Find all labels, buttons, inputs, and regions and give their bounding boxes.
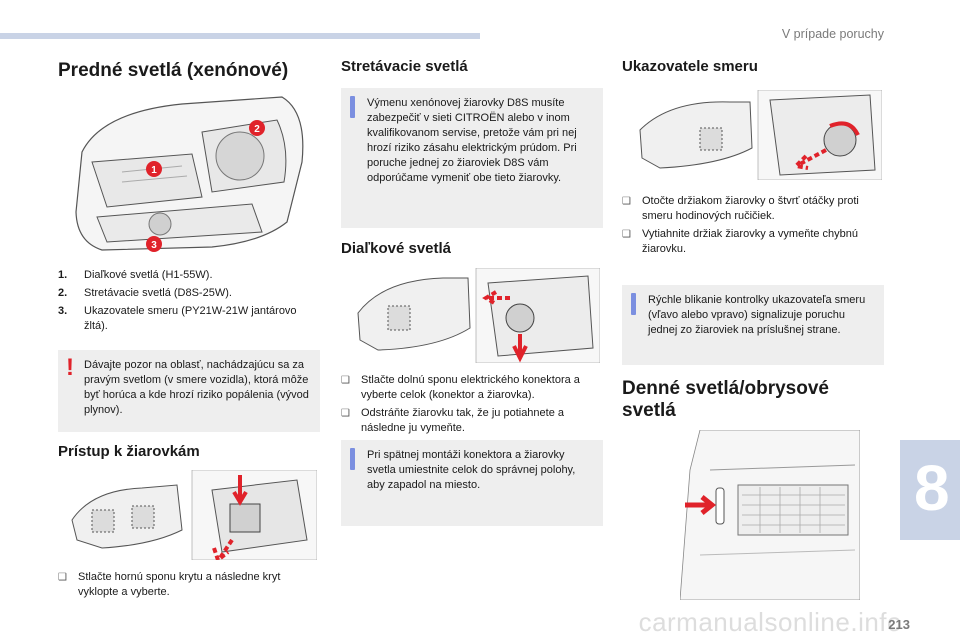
bulb-list: 1.Diaľkové svetlá (H1-55W). 2.Stretávaci… <box>58 268 320 337</box>
access-steps: ❑Stlačte hornú sponu krytu a následne kr… <box>58 570 320 603</box>
warning-icon: ! <box>66 354 74 381</box>
info-icon <box>350 96 355 118</box>
indicator-steps: ❑Otočte držiakom žiarovky o štvrť otáčky… <box>622 194 884 260</box>
list-item: ❑Otočte držiakom žiarovky o štvrť otáčky… <box>622 195 859 222</box>
list-item: 1.Diaľkové svetlá (H1-55W). <box>58 269 213 281</box>
step-icon: ❑ <box>622 229 631 240</box>
list-item: ❑Stlačte hornú sponu krytu a následne kr… <box>58 571 281 598</box>
callout-3 <box>146 236 162 252</box>
section-title-highbeam: Diaľkové svetlá <box>341 240 452 257</box>
info-note-lowbeam: Výmenu xenónovej žiarovky D8S musíte zab… <box>341 88 603 228</box>
svg-text:2: 2 <box>254 124 260 135</box>
section-title-xenon: Predné svetlá (xenónové) <box>58 60 289 81</box>
chapter-tab: 8 <box>900 440 960 540</box>
svg-text:1: 1 <box>151 165 157 176</box>
list-item: ❑Stlačte dolnú sponu elektrického konekt… <box>341 374 580 401</box>
watermark: carmanualsonline.info <box>638 607 902 637</box>
callout-1 <box>146 161 162 177</box>
page-number: 213 <box>888 617 910 632</box>
list-item: 3.Ukazovatele smeru (PY21W-21W jantárovo… <box>58 305 297 332</box>
header-bar <box>0 33 480 39</box>
section-title-drl: Denné svetlá/obrysové svetlá <box>622 378 829 421</box>
list-item: 2.Stretávacie svetlá (D8S-25W). <box>58 287 232 299</box>
step-icon: ❑ <box>341 408 350 419</box>
info-icon <box>631 293 636 315</box>
chapter-title: V prípade poruchy <box>781 27 884 41</box>
highbeam-steps: ❑Stlačte dolnú sponu elektrického konekt… <box>341 373 603 439</box>
section-title-lowbeam: Stretávacie svetlá <box>341 58 468 75</box>
step-icon: ❑ <box>622 196 631 207</box>
section-title-access: Prístup k žiarovkám <box>58 443 200 460</box>
access-illustration <box>62 470 317 560</box>
step-icon: ❑ <box>341 375 350 386</box>
info-note-indicators: Rýchle blikanie kontrolky ukazovateľa sm… <box>622 285 884 365</box>
info-icon <box>350 448 355 470</box>
svg-text:3: 3 <box>151 240 157 251</box>
list-item: ❑Vytiahnite držiak žiarovky a vymeňte ch… <box>622 228 859 255</box>
warning-note: ! Dávajte pozor na oblasť, nachádzajúcu … <box>58 350 320 432</box>
indicator-illustration <box>630 90 882 180</box>
section-title-indicators: Ukazovatele smeru <box>622 58 758 75</box>
step-icon: ❑ <box>58 572 67 583</box>
callout-2 <box>249 120 265 136</box>
list-item: ❑Odstráňte žiarovku tak, že ju potiahnet… <box>341 407 565 434</box>
info-note-highbeam: Pri spätnej montáži konektora a žiarovky… <box>341 440 603 526</box>
chapter-number: 8 <box>914 452 950 524</box>
highbeam-illustration <box>348 268 600 363</box>
drl-illustration <box>680 430 860 600</box>
headlamp-illustration: 1 2 3 <box>75 96 304 252</box>
